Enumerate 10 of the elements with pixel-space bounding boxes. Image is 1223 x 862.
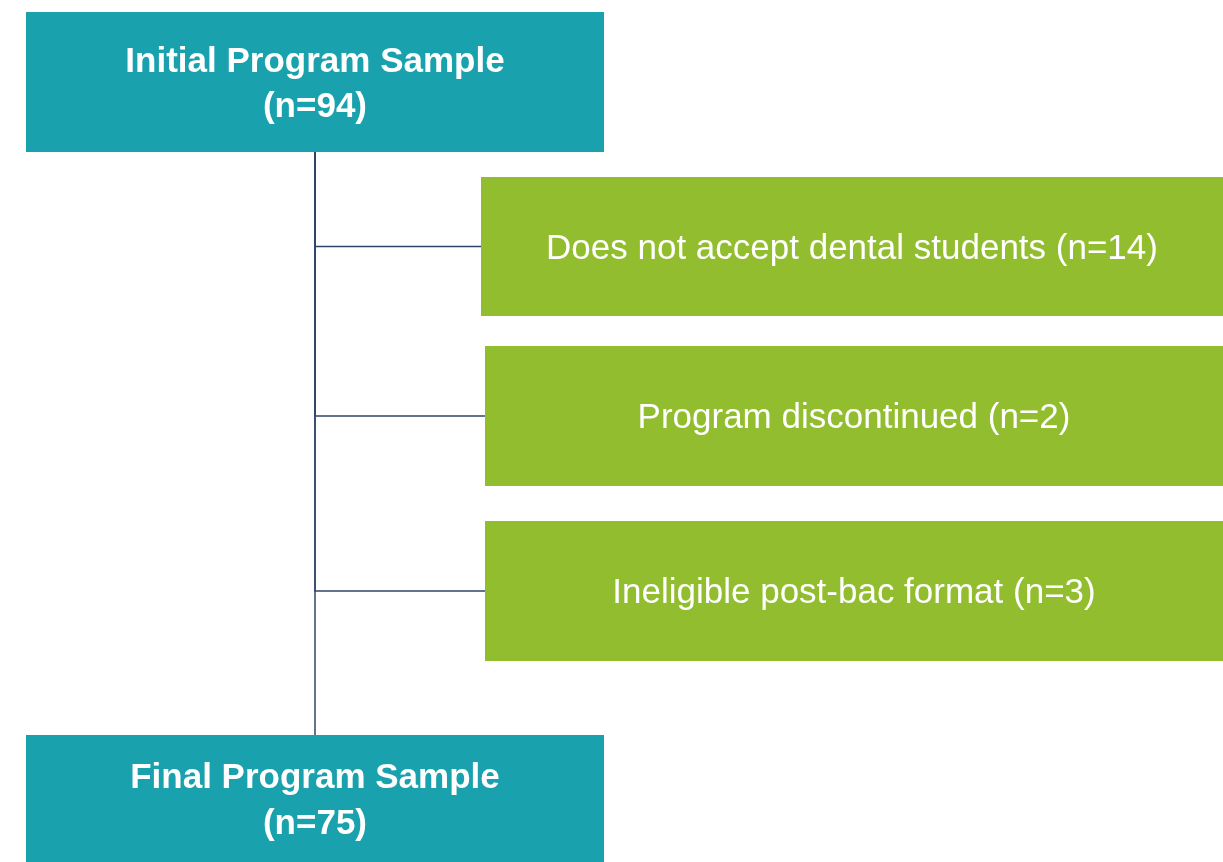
process-box bbox=[26, 735, 604, 862]
box-text: Final Program Sample (n=75) bbox=[129, 755, 501, 843]
process-box bbox=[485, 521, 1223, 661]
process-box bbox=[26, 12, 604, 152]
process-box bbox=[485, 346, 1223, 486]
box-text: Does not accept dental students (n=14) bbox=[546, 225, 1158, 268]
box-text: Initial Program Sample (n=94) bbox=[124, 38, 506, 126]
box-text: Program discontinued (n=2) bbox=[637, 395, 1071, 438]
process-box bbox=[481, 177, 1223, 316]
box-text: Ineligible post-bac format (n=3) bbox=[612, 570, 1096, 613]
